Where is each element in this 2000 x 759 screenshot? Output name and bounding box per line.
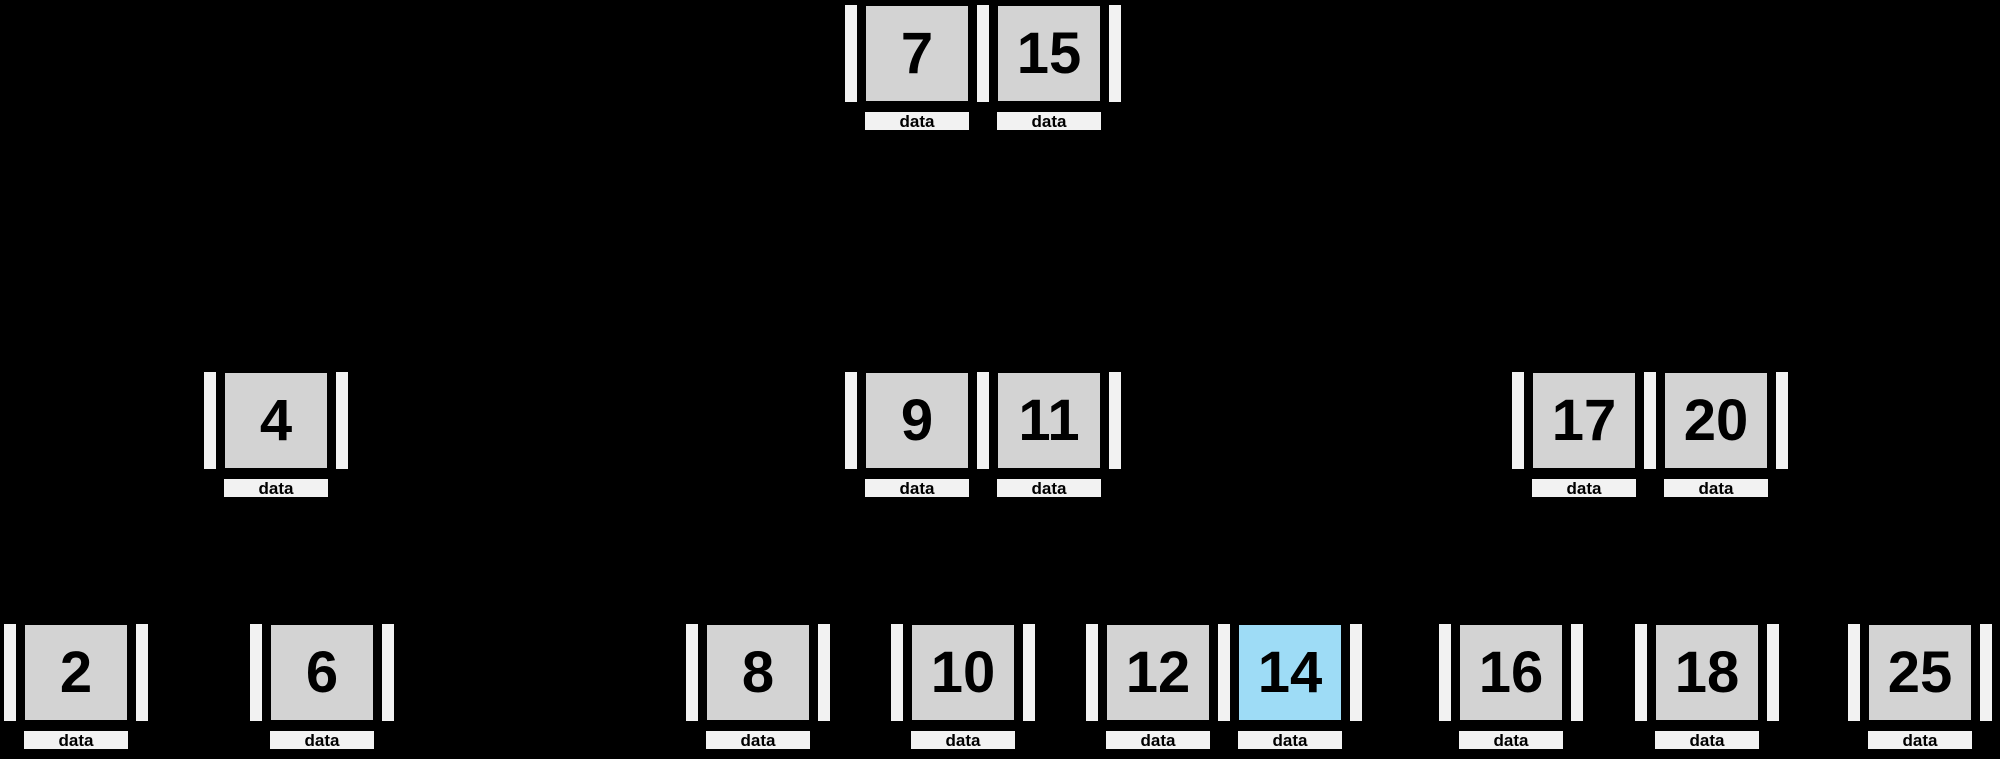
key-value-box: 8 xyxy=(704,622,812,723)
data-pointer-label: data xyxy=(222,477,330,499)
key-cell: 4 data xyxy=(222,370,330,499)
key-cell: 16 data xyxy=(1457,622,1565,751)
key-value-box: 17 xyxy=(1530,370,1638,471)
data-pointer-label: data xyxy=(268,729,376,751)
pointer-slot xyxy=(2,622,18,723)
data-pointer-label: data xyxy=(1662,477,1770,499)
key-cell: 2 data xyxy=(22,622,130,751)
key-cell: 9 data xyxy=(863,370,971,499)
key-value-box: 4 xyxy=(222,370,330,471)
key-cell: 6 data xyxy=(268,622,376,751)
key-cell: 11 data xyxy=(995,370,1103,499)
tree-node-internal-17-20: 17 data 20 data xyxy=(1510,370,1790,499)
pointer-slot xyxy=(134,622,150,723)
pointer-slot xyxy=(975,370,991,471)
pointer-slot xyxy=(334,370,350,471)
pointer-slot xyxy=(975,3,991,104)
pointer-slot xyxy=(1107,3,1123,104)
data-pointer-label: data xyxy=(22,729,130,751)
tree-node-leaf-18: 18 data xyxy=(1633,622,1781,751)
data-pointer-label: data xyxy=(1104,729,1212,751)
key-cell: 20 data xyxy=(1662,370,1770,499)
data-pointer-label: data xyxy=(909,729,1017,751)
pointer-slot xyxy=(843,370,859,471)
pointer-slot xyxy=(380,622,396,723)
pointer-slot xyxy=(1510,370,1526,471)
data-pointer-label: data xyxy=(1653,729,1761,751)
data-pointer-label: data xyxy=(863,477,971,499)
data-pointer-label: data xyxy=(863,110,971,132)
key-cell: 8 data xyxy=(704,622,812,751)
data-pointer-label: data xyxy=(1457,729,1565,751)
pointer-slot xyxy=(1569,622,1585,723)
key-value-box: 15 xyxy=(995,3,1103,104)
tree-node-internal-9-11: 9 data 11 data xyxy=(843,370,1123,499)
tree-node-leaf-12-14: 12 data 14 data xyxy=(1084,622,1364,751)
tree-node-leaf-16: 16 data xyxy=(1437,622,1585,751)
tree-node-leaf-8: 8 data xyxy=(684,622,832,751)
key-value-box: 18 xyxy=(1653,622,1761,723)
pointer-slot xyxy=(248,622,264,723)
key-cell: 25 data xyxy=(1866,622,1974,751)
pointer-slot xyxy=(1774,370,1790,471)
key-value-box: 14 xyxy=(1236,622,1344,723)
pointer-slot xyxy=(1107,370,1123,471)
pointer-slot xyxy=(1216,622,1232,723)
key-cell: 14 data xyxy=(1236,622,1344,751)
pointer-slot xyxy=(1084,622,1100,723)
pointer-slot xyxy=(1642,370,1658,471)
pointer-slot xyxy=(202,370,218,471)
pointer-slot xyxy=(843,3,859,104)
key-cell: 15 data xyxy=(995,3,1103,132)
pointer-slot xyxy=(1348,622,1364,723)
pointer-slot xyxy=(889,622,905,723)
tree-node-leaf-6: 6 data xyxy=(248,622,396,751)
key-value-box: 11 xyxy=(995,370,1103,471)
key-value-box: 10 xyxy=(909,622,1017,723)
key-value-box: 7 xyxy=(863,3,971,104)
data-pointer-label: data xyxy=(704,729,812,751)
pointer-slot xyxy=(1846,622,1862,723)
key-cell: 10 data xyxy=(909,622,1017,751)
key-value-box: 12 xyxy=(1104,622,1212,723)
key-value-box: 20 xyxy=(1662,370,1770,471)
key-cell: 17 data xyxy=(1530,370,1638,499)
tree-node-leaf-25: 25 data xyxy=(1846,622,1994,751)
pointer-slot xyxy=(816,622,832,723)
tree-node-leaf-2: 2 data xyxy=(2,622,150,751)
pointer-slot xyxy=(684,622,700,723)
data-pointer-label: data xyxy=(995,477,1103,499)
key-value-box: 25 xyxy=(1866,622,1974,723)
key-cell: 7 data xyxy=(863,3,971,132)
tree-node-internal-4: 4 data xyxy=(202,370,350,499)
key-value-box: 16 xyxy=(1457,622,1565,723)
pointer-slot xyxy=(1633,622,1649,723)
tree-node-root-7-15: 7 data 15 data xyxy=(843,3,1123,132)
data-pointer-label: data xyxy=(1236,729,1344,751)
pointer-slot xyxy=(1437,622,1453,723)
key-value-box: 9 xyxy=(863,370,971,471)
key-cell: 18 data xyxy=(1653,622,1761,751)
pointer-slot xyxy=(1765,622,1781,723)
pointer-slot xyxy=(1021,622,1037,723)
pointer-slot xyxy=(1978,622,1994,723)
key-value-box: 6 xyxy=(268,622,376,723)
tree-node-leaf-10: 10 data xyxy=(889,622,1037,751)
data-pointer-label: data xyxy=(1530,477,1638,499)
key-cell: 12 data xyxy=(1104,622,1212,751)
data-pointer-label: data xyxy=(1866,729,1974,751)
key-value-box: 2 xyxy=(22,622,130,723)
data-pointer-label: data xyxy=(995,110,1103,132)
